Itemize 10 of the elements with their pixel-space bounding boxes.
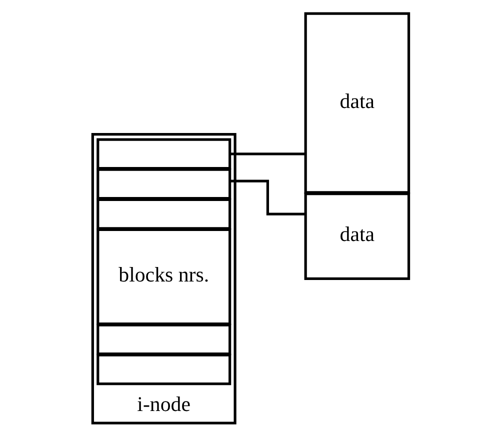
node-box (96, 354, 232, 386)
node-box (96, 324, 232, 356)
node-box: data (304, 192, 410, 280)
node-box (96, 198, 232, 230)
node-box (96, 168, 232, 200)
node-box (96, 138, 232, 170)
connector (230, 180, 306, 216)
node-box: data (304, 12, 410, 194)
node-box: blocks nrs. (96, 228, 232, 326)
connector (230, 152, 306, 156)
